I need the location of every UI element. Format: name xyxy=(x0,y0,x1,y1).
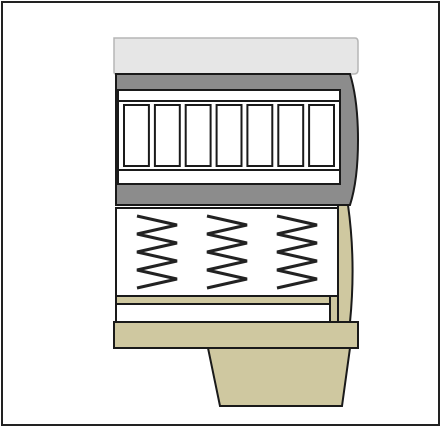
lower-panel xyxy=(115,303,331,323)
pedestal xyxy=(206,347,352,407)
slat xyxy=(184,104,212,167)
springs-group xyxy=(136,214,318,290)
slat xyxy=(308,104,336,167)
slats-group xyxy=(123,104,336,167)
slat xyxy=(246,104,274,167)
spring xyxy=(136,214,178,290)
spring xyxy=(276,214,318,290)
slat xyxy=(215,104,243,167)
wood-post-right xyxy=(329,295,339,323)
base-board xyxy=(113,321,359,349)
wood-rail xyxy=(115,295,339,305)
slat xyxy=(123,104,150,167)
wood-frame-right xyxy=(337,204,354,323)
slat xyxy=(153,104,181,167)
top-cushion xyxy=(113,37,359,75)
spring xyxy=(206,214,248,290)
slat xyxy=(277,104,305,167)
